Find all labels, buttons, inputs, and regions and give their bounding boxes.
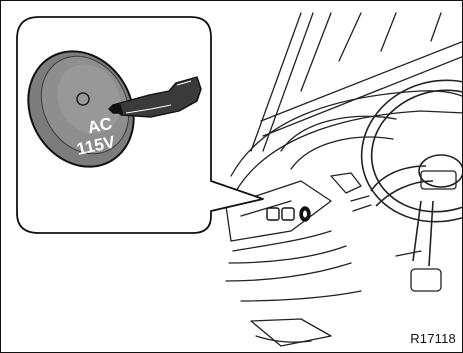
- dash-switch-cluster: [267, 207, 310, 221]
- figure-reference-code: R17118: [410, 331, 456, 346]
- steering-wheel-icon: [346, 63, 463, 266]
- dashboard-lineart: [226, 13, 463, 346]
